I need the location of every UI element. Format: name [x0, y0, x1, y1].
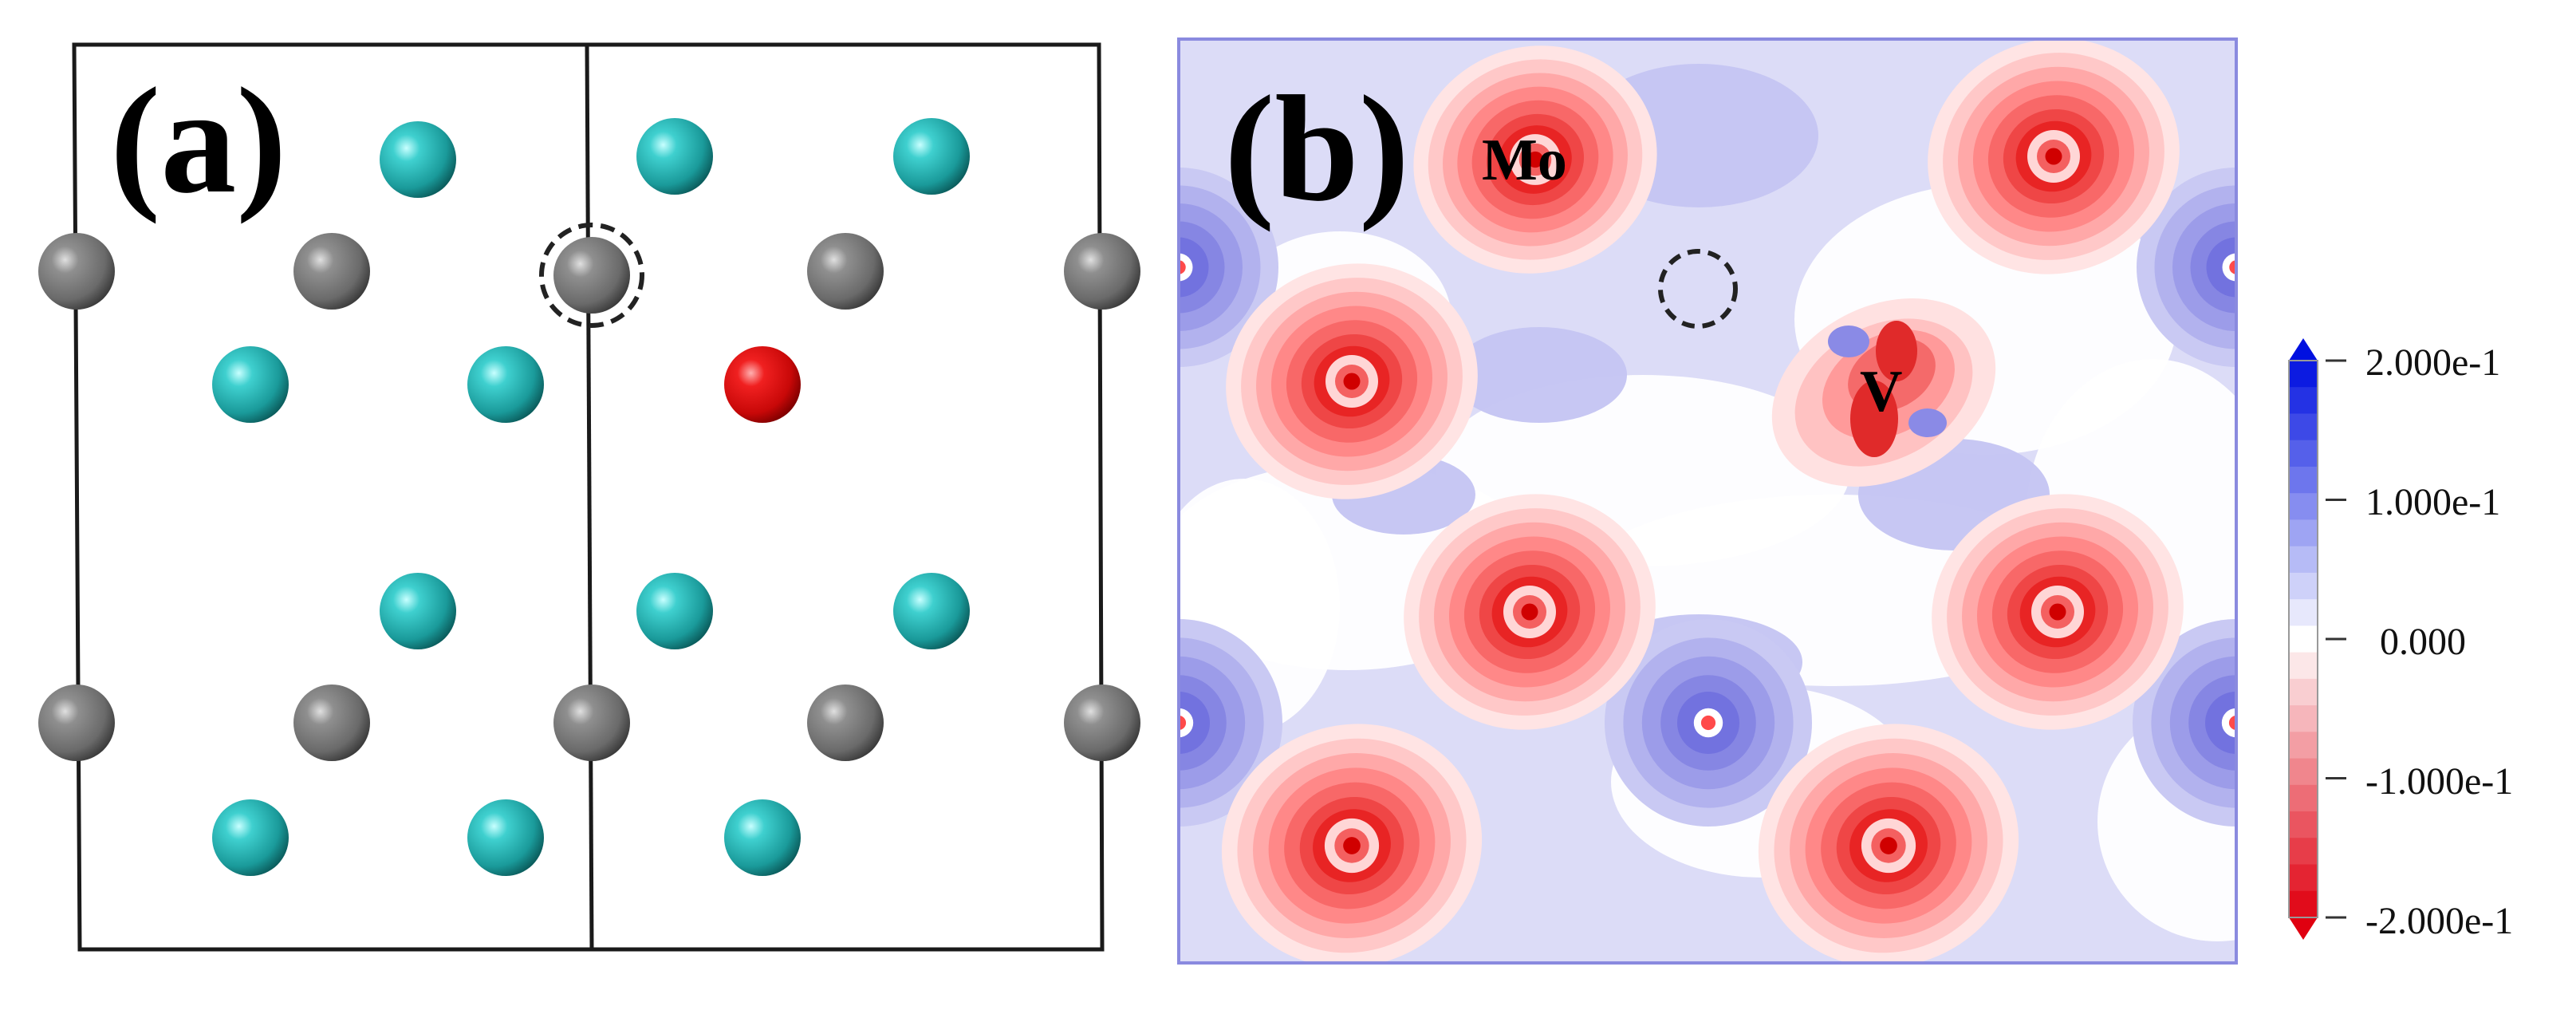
colorbar-level [2289, 890, 2318, 918]
colorbar-level [2289, 811, 2318, 838]
mo-atom [636, 573, 713, 649]
colorbar-level [2289, 361, 2318, 388]
colorbar-level [2289, 546, 2318, 574]
s-accumulation-region [1605, 619, 1812, 827]
colorbar-level [2289, 466, 2318, 494]
colorbar-levels [2289, 338, 2318, 940]
mo-atom [467, 799, 544, 876]
s-atom [553, 237, 630, 314]
colorbar-level [2289, 864, 2318, 892]
cell-boundary-right [592, 42, 1105, 952]
mo-label: Mo [1482, 128, 1567, 193]
mo-atom [724, 799, 801, 876]
colorbar-level [2289, 440, 2318, 468]
vacancy-marker-b [1658, 249, 1738, 329]
s-atom [553, 685, 630, 761]
mo-depletion-region [1932, 494, 2184, 730]
colorbar-level [2289, 413, 2318, 441]
s-atom [38, 685, 115, 761]
mo-depletion-region [1221, 724, 1483, 963]
colorbar-level [2289, 705, 2318, 732]
colorbar-tick-label-3: -1.000e-1 [2365, 760, 2513, 803]
colorbar-level [2289, 678, 2318, 706]
colorbar: 2.000e-1 1.000e-1 0.000 -1.000e-1 -2.000… [2288, 338, 2513, 942]
mo-depletion-region [1928, 39, 2180, 274]
s-atom [807, 233, 884, 310]
mo-atom [893, 573, 970, 649]
colorbar-level [2289, 652, 2318, 680]
colorbar-tick-label-0: 2.000e-1 [2365, 341, 2500, 384]
s-atom [1064, 233, 1140, 310]
mo-atom [212, 799, 289, 876]
vacancy-marker-a [539, 223, 644, 328]
colorbar-level [2289, 838, 2318, 866]
panel-b-label: (b) [1224, 65, 1409, 233]
contour-layer [1179, 39, 2236, 963]
colorbar-level [2289, 784, 2318, 812]
s-atom [1064, 685, 1140, 761]
colorbar-min-arrow [2289, 917, 2318, 940]
colorbar-max-arrow [2289, 338, 2318, 361]
colorbar-level [2289, 732, 2318, 759]
cell-boundary-left [72, 42, 592, 952]
panel-a-label: (a) [110, 57, 287, 225]
s-atom [293, 685, 370, 761]
s-atom [38, 233, 115, 310]
mo-atom [893, 118, 970, 195]
colorbar-level [2289, 599, 2318, 626]
colorbar-tick-label-4: -2.000e-1 [2365, 900, 2513, 942]
colorbar-tick-label-1: 1.000e-1 [2365, 481, 2500, 523]
mo-depletion-region [1404, 494, 1656, 730]
v-site-region [1771, 298, 1996, 487]
colorbar-tick-label-2: 0.000 [2380, 621, 2466, 663]
colorbar-ticks [2326, 359, 2346, 919]
mo-depletion-region [1226, 263, 1478, 499]
mo-atom [636, 118, 713, 195]
s-atom [807, 685, 884, 761]
map-blue-patch [1451, 327, 1627, 423]
panel-a: (a) [38, 42, 1140, 952]
mo-depletion-region [1758, 724, 2019, 963]
colorbar-level [2289, 625, 2318, 653]
panel-b: (b) Mo V [1177, 37, 2238, 965]
colorbar-level [2289, 493, 2318, 521]
mo-depletion-region [1413, 45, 1657, 274]
mo-atom [380, 121, 456, 198]
colorbar-level [2289, 387, 2318, 415]
s-accumulation-region [1179, 168, 1278, 367]
mo-atom [467, 346, 544, 423]
mo-atom [380, 573, 456, 649]
colorbar-frame [2288, 360, 2318, 918]
v-label: V [1860, 359, 1902, 424]
s-accumulation-region [2137, 168, 2236, 367]
colorbar-level [2289, 758, 2318, 786]
colorbar-level [2289, 519, 2318, 547]
v-atom [724, 346, 801, 423]
atoms-layer [38, 118, 1140, 876]
colorbar-level [2289, 572, 2318, 600]
cell-divider [585, 44, 594, 950]
map-frame [1177, 37, 2238, 965]
mo-atom [212, 346, 289, 423]
charge-density-map [1179, 39, 2236, 963]
s-atom [293, 233, 370, 310]
